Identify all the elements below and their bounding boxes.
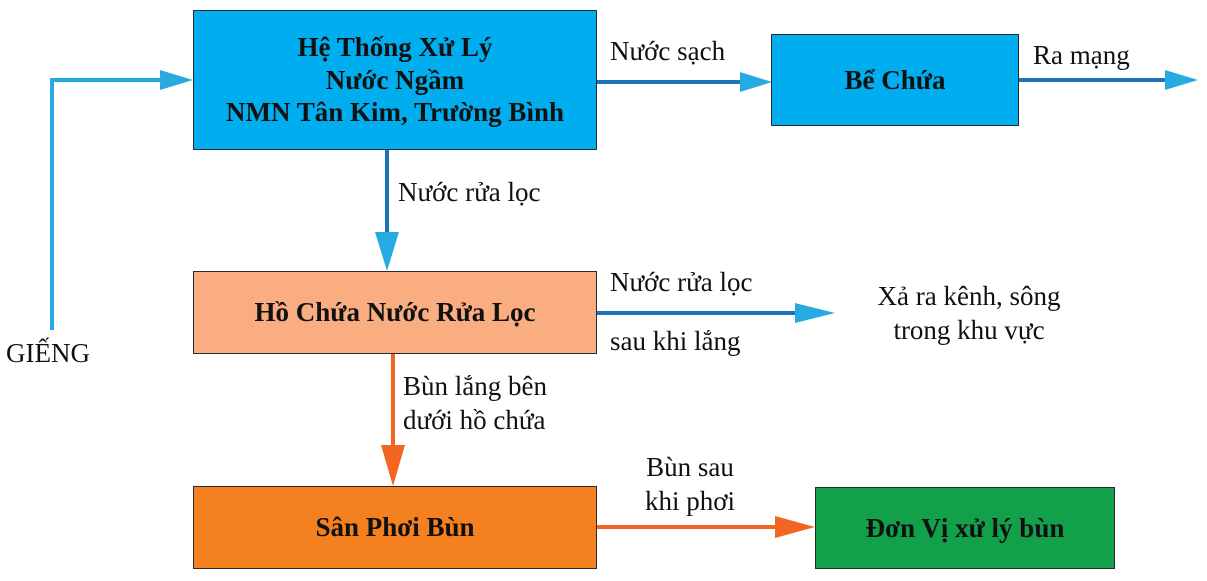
settled-sludge-label-line-2: dưới hồ chứa xyxy=(403,405,546,435)
backwash-water-label: Nước rửa lọc xyxy=(398,177,541,207)
well-label: GIẾNG xyxy=(6,338,90,368)
backwash-pond-label: Hồ Chứa Nước Rửa Lọc xyxy=(254,297,536,328)
settled-sludge-label-line-1: Bùn lắng bên xyxy=(403,371,547,401)
treatment-to-pond-arrowhead xyxy=(375,232,399,271)
treatment-line-3: NMN Tân Kim, Trường Bình xyxy=(226,97,564,128)
pond-to-discharge-arrowhead xyxy=(795,303,835,323)
storage-tank-label: Bể Chứa xyxy=(844,64,946,95)
discharge-label-line-1: Xả ra kênh, sông xyxy=(877,281,1061,311)
sludge-drying-yard-label: Sân Phơi Bùn xyxy=(315,512,475,543)
backwash-pond-box: Hồ Chứa Nước Rửa Lọc xyxy=(193,271,597,354)
treatment-to-storage-arrowhead xyxy=(740,72,772,92)
discharge-label-line-2: trong khu vực xyxy=(893,315,1045,345)
sludge-treatment-unit-label: Đơn Vị xử lý bùn xyxy=(865,512,1065,543)
storage-to-network-arrowhead xyxy=(1165,70,1198,90)
well-to-treatment-arrowhead xyxy=(160,70,193,90)
treatment-line-2: Nước Ngầm xyxy=(325,64,465,95)
storage-tank-box: Bể Chứa xyxy=(771,34,1019,126)
drying-to-unit-arrowhead xyxy=(775,516,815,538)
sludge-drying-yard-box: Sân Phơi Bùn xyxy=(193,486,597,569)
dried-sludge-label-line-1: Bùn sau xyxy=(646,452,734,482)
settled-backwash-label-line-1: Nước rửa lọc xyxy=(610,267,753,297)
to-network-label: Ra mạng xyxy=(1033,40,1130,70)
treatment-system-box: Hệ Thống Xử Lý Nước Ngầm NMN Tân Kim, Tr… xyxy=(193,10,597,150)
sludge-treatment-unit-box: Đơn Vị xử lý bùn xyxy=(815,487,1115,569)
clean-water-label: Nước sạch xyxy=(610,36,726,66)
well-to-treatment-arrow-line xyxy=(50,78,165,330)
treatment-line-1: Hệ Thống Xử Lý xyxy=(297,32,493,63)
settled-backwash-label-line-2: sau khi lắng xyxy=(610,326,741,356)
pond-to-drying-arrowhead xyxy=(381,445,405,486)
dried-sludge-label-line-2: khi phơi xyxy=(644,486,736,516)
